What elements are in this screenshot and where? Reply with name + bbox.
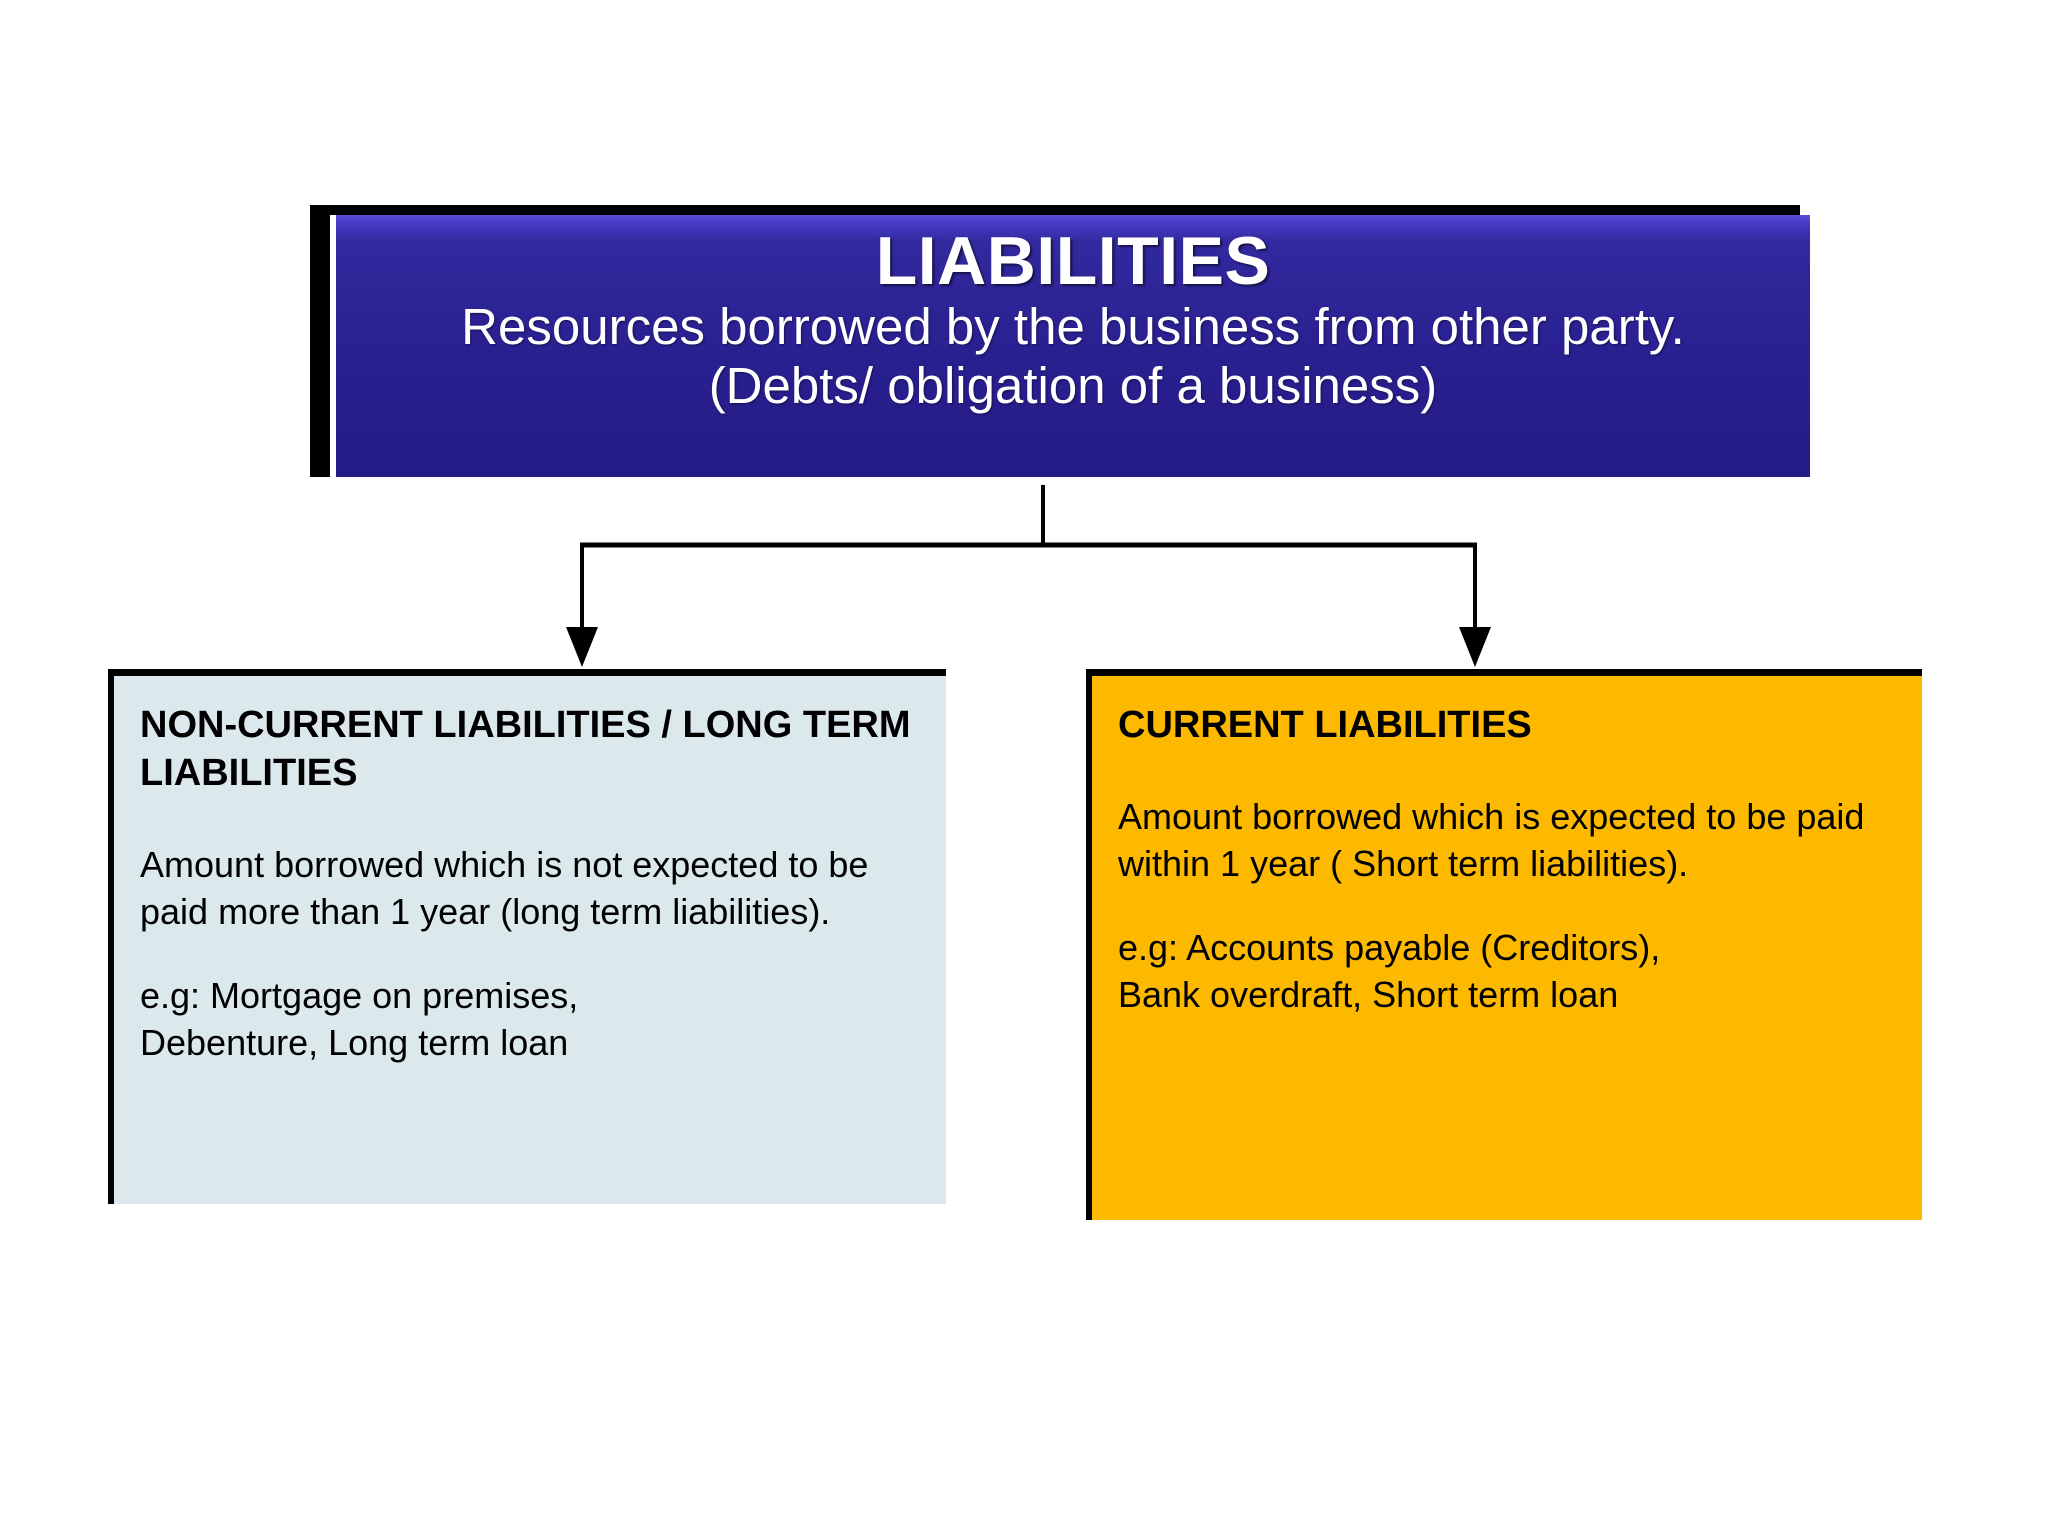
spacer (140, 798, 920, 842)
liabilities-header-node: LIABILITIES Resources borrowed by the bu… (310, 205, 1810, 485)
arrowhead-right (1459, 627, 1491, 667)
header-subtitle-line-2: (Debts/ obligation of a business) (708, 356, 1438, 414)
arrowhead-left (566, 627, 598, 667)
branch-example-line-1-current: e.g: Accounts payable (Creditors), (1118, 927, 1661, 969)
branch-body-current: Amount borrowed which is expected to be … (1118, 795, 1865, 884)
branch-example-line-1-non-current: e.g: Mortgage on premises, (140, 975, 579, 1017)
spacer (140, 935, 920, 973)
branch-example-line-2-current: Bank overdraft, Short term loan (1118, 974, 1619, 1016)
header-subtitle-line-1: Resources borrowed by the business from … (461, 298, 1685, 356)
branch-example-line-2-non-current: Debenture, Long term loan (140, 1022, 569, 1064)
branch-body-non-current: Amount borrowed which is not expected to… (140, 843, 869, 932)
header-box: LIABILITIES Resources borrowed by the bu… (336, 215, 1810, 477)
branch-box-non-current-liabilities: NON-CURRENT LIABILITIES / LONG TERM LIAB… (114, 669, 946, 1204)
page-title: LIABILITIES (875, 223, 1271, 299)
spacer (1118, 750, 1896, 794)
branch-title-current: CURRENT LIABILITIES (1118, 704, 1532, 746)
spacer (1118, 887, 1896, 925)
branch-box-current-liabilities: CURRENT LIABILITIES Amount borrowed whic… (1092, 669, 1922, 1220)
branch-title-non-current: NON-CURRENT LIABILITIES / LONG TERM LIAB… (140, 704, 911, 794)
